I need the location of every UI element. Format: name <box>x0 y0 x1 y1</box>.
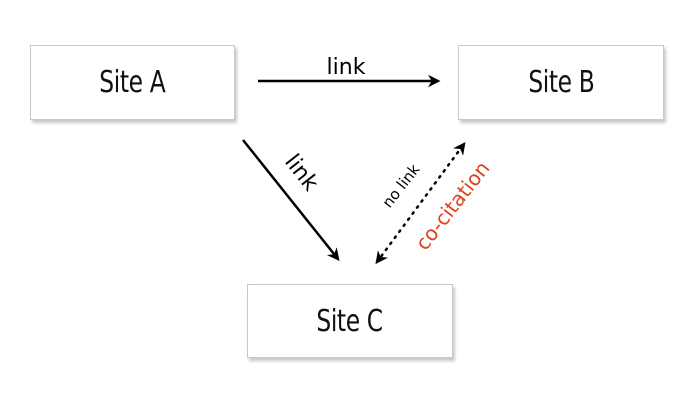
site-c-label: Site C <box>316 303 384 339</box>
site-a-node: Site A <box>30 45 235 120</box>
site-b-node: Site B <box>458 45 664 120</box>
site-c-node: Site C <box>247 284 453 358</box>
site-a-label: Site A <box>99 65 166 100</box>
edge-a-to-c-label: link <box>279 150 323 196</box>
edge-a-to-b-label: link <box>327 55 366 80</box>
edge-a-to-c-arrow <box>242 139 340 261</box>
co-citation-annotation: co-citation <box>410 157 494 255</box>
edge-b-c-dotted-arrow <box>375 141 466 265</box>
site-b-label: Site B <box>527 65 595 100</box>
edge-b-c-label: no link <box>379 160 424 211</box>
